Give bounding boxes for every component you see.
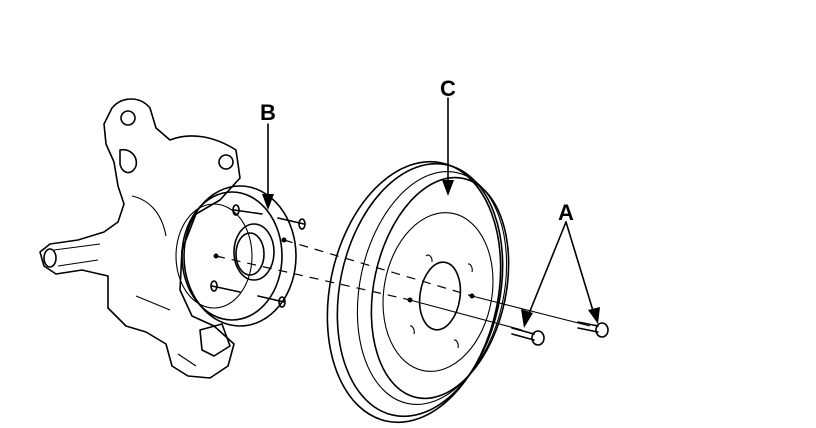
hub-stud: [257, 295, 286, 308]
rotor-screw-a: [577, 321, 609, 338]
brake-disc-rotor-c: [326, 160, 510, 424]
alignment-lines: [215, 239, 591, 331]
wheel-hub-b: [175, 185, 306, 327]
rotor-screw-a: [511, 327, 545, 346]
steering-knuckle: [39, 98, 241, 379]
callout-arrows: [262, 97, 600, 328]
callout-label-a: A: [558, 200, 574, 225]
hub-stud: [277, 217, 306, 230]
callout-label-b: B: [260, 100, 276, 125]
hub-stud: [210, 280, 241, 293]
callout-label-c: C: [440, 76, 456, 101]
hub-stud: [232, 204, 263, 216]
